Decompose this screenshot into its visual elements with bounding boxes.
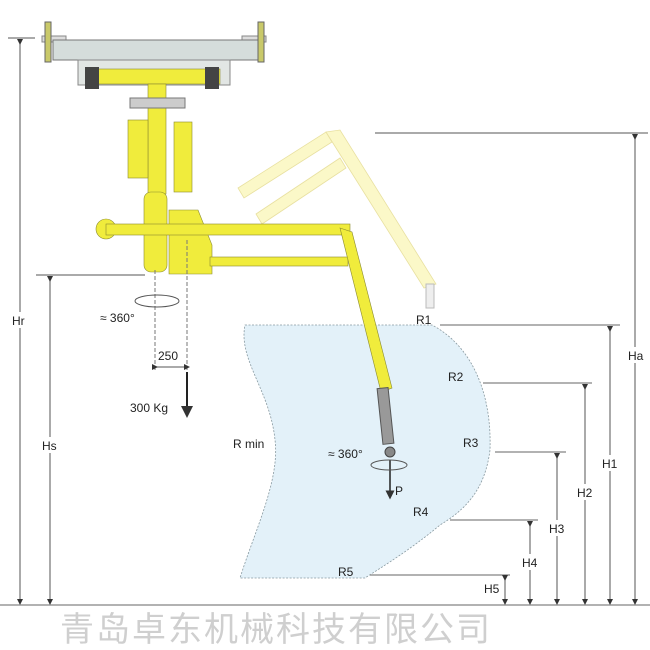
- manipulator-column: [95, 83, 396, 458]
- force-label: P: [395, 484, 403, 498]
- radius-r5: R5: [338, 565, 354, 579]
- watermark: 青岛卓东机械科技有限公司: [60, 610, 492, 650]
- rotation-top-label: ≈ 360°: [100, 311, 135, 325]
- load-label: 300 Kg: [130, 401, 168, 415]
- ghost-arm-position: [237, 129, 437, 309]
- dim-hs: Hs: [42, 439, 57, 453]
- dim-ha: Ha: [628, 349, 644, 363]
- dim-h1: H1: [602, 457, 618, 471]
- dim-h5: H5: [484, 582, 500, 596]
- dim-h3: H3: [549, 522, 565, 536]
- radius-r1: R1: [416, 313, 432, 327]
- overhead-rail: [41, 21, 267, 89]
- radius-rmin: R min: [233, 437, 264, 451]
- dim-h2: H2: [577, 486, 593, 500]
- offset-label: 250: [158, 349, 178, 363]
- dim-h4: H4: [522, 556, 538, 570]
- radius-r2: R2: [448, 370, 464, 384]
- radius-r3: R3: [463, 436, 479, 450]
- dim-hr: Hr: [12, 314, 25, 328]
- radius-r4: R4: [413, 505, 429, 519]
- rotation-tool-label: ≈ 360°: [328, 447, 363, 461]
- work-envelope: [239, 324, 491, 579]
